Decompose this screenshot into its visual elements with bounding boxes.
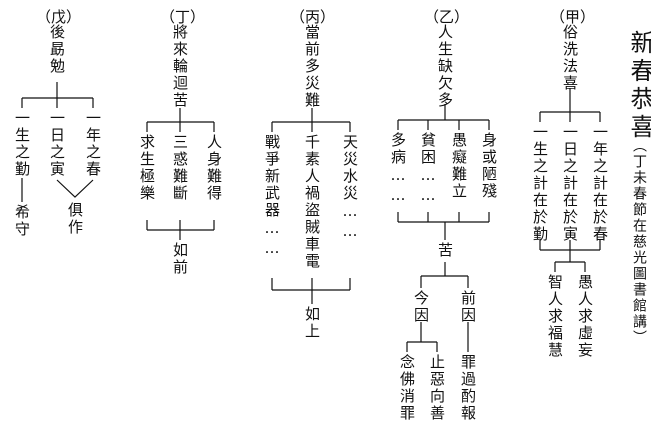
ding-lines <box>146 108 215 240</box>
yi-result-2: 止惡向善 <box>428 354 446 422</box>
wu-head: 後勗勉 <box>48 24 66 75</box>
jia-branch-1: 一年之計在於春 <box>591 124 609 243</box>
wu-branch-1: 一年之春 <box>84 110 102 178</box>
bing-branch-2: 千素人禍盜賊車電 <box>303 134 321 270</box>
yi-branch-2: 愚癡難立 <box>450 132 468 200</box>
section-label-jia: （甲） <box>550 8 596 26</box>
jia-result-1: 愚人求虛妄 <box>576 274 594 359</box>
yi-present-cause: 今因 <box>412 290 430 324</box>
ding-branch-3: 求生極樂 <box>138 134 156 202</box>
ding-branch-2: 三惑難斷 <box>171 134 189 202</box>
yi-branch-3: 貧困…… <box>419 132 437 206</box>
wu-branch-3: 一生之勤 <box>13 110 31 178</box>
page-subtitle: （丁未春節在慈光圖書館講） <box>631 138 647 346</box>
jia-branch-3: 一生之計在於勤 <box>531 124 549 243</box>
section-label-yi: （乙） <box>424 8 470 26</box>
yi-lines <box>397 104 490 352</box>
page-title: 新春恭喜 <box>626 30 651 142</box>
wu-end: 希守 <box>13 204 31 238</box>
yi-result-3: 念佛消罪 <box>398 354 416 422</box>
wu-lines <box>21 82 94 202</box>
bing-lines <box>271 108 351 304</box>
ding-branch-1: 人身難得 <box>205 134 223 202</box>
yi-suffering: 苦 <box>436 242 454 259</box>
yi-branch-1: 身或陋殘 <box>480 132 498 200</box>
ding-head: 將來輪迴苦 <box>171 24 189 109</box>
bing-branch-1: 天災水災…… <box>341 134 359 242</box>
yi-branch-4: 多病…… <box>389 132 407 206</box>
section-label-bing: （丙） <box>290 8 336 26</box>
yi-head: 人生缺欠多 <box>436 24 454 109</box>
jia-result-2: 智人求福慧 <box>546 274 564 359</box>
yi-result-1: 罪過酌報 <box>459 354 477 422</box>
bing-end: 如上 <box>303 306 321 340</box>
jia-branch-2: 一日之計在於寅 <box>561 124 579 243</box>
ding-end: 如前 <box>171 242 189 276</box>
yi-past-cause: 前因 <box>459 290 477 324</box>
wu-join: 俱作 <box>66 202 84 236</box>
section-label-wu: （戊） <box>36 8 82 26</box>
jia-lines <box>539 88 601 272</box>
section-label-ding: （丁） <box>160 8 206 26</box>
bing-head: 當前多災難 <box>303 24 321 109</box>
bing-branch-3: 戰爭新武器…… <box>263 134 281 259</box>
wu-branch-2: 一日之寅 <box>48 110 66 178</box>
jia-head: 俗洗法喜 <box>561 24 579 92</box>
